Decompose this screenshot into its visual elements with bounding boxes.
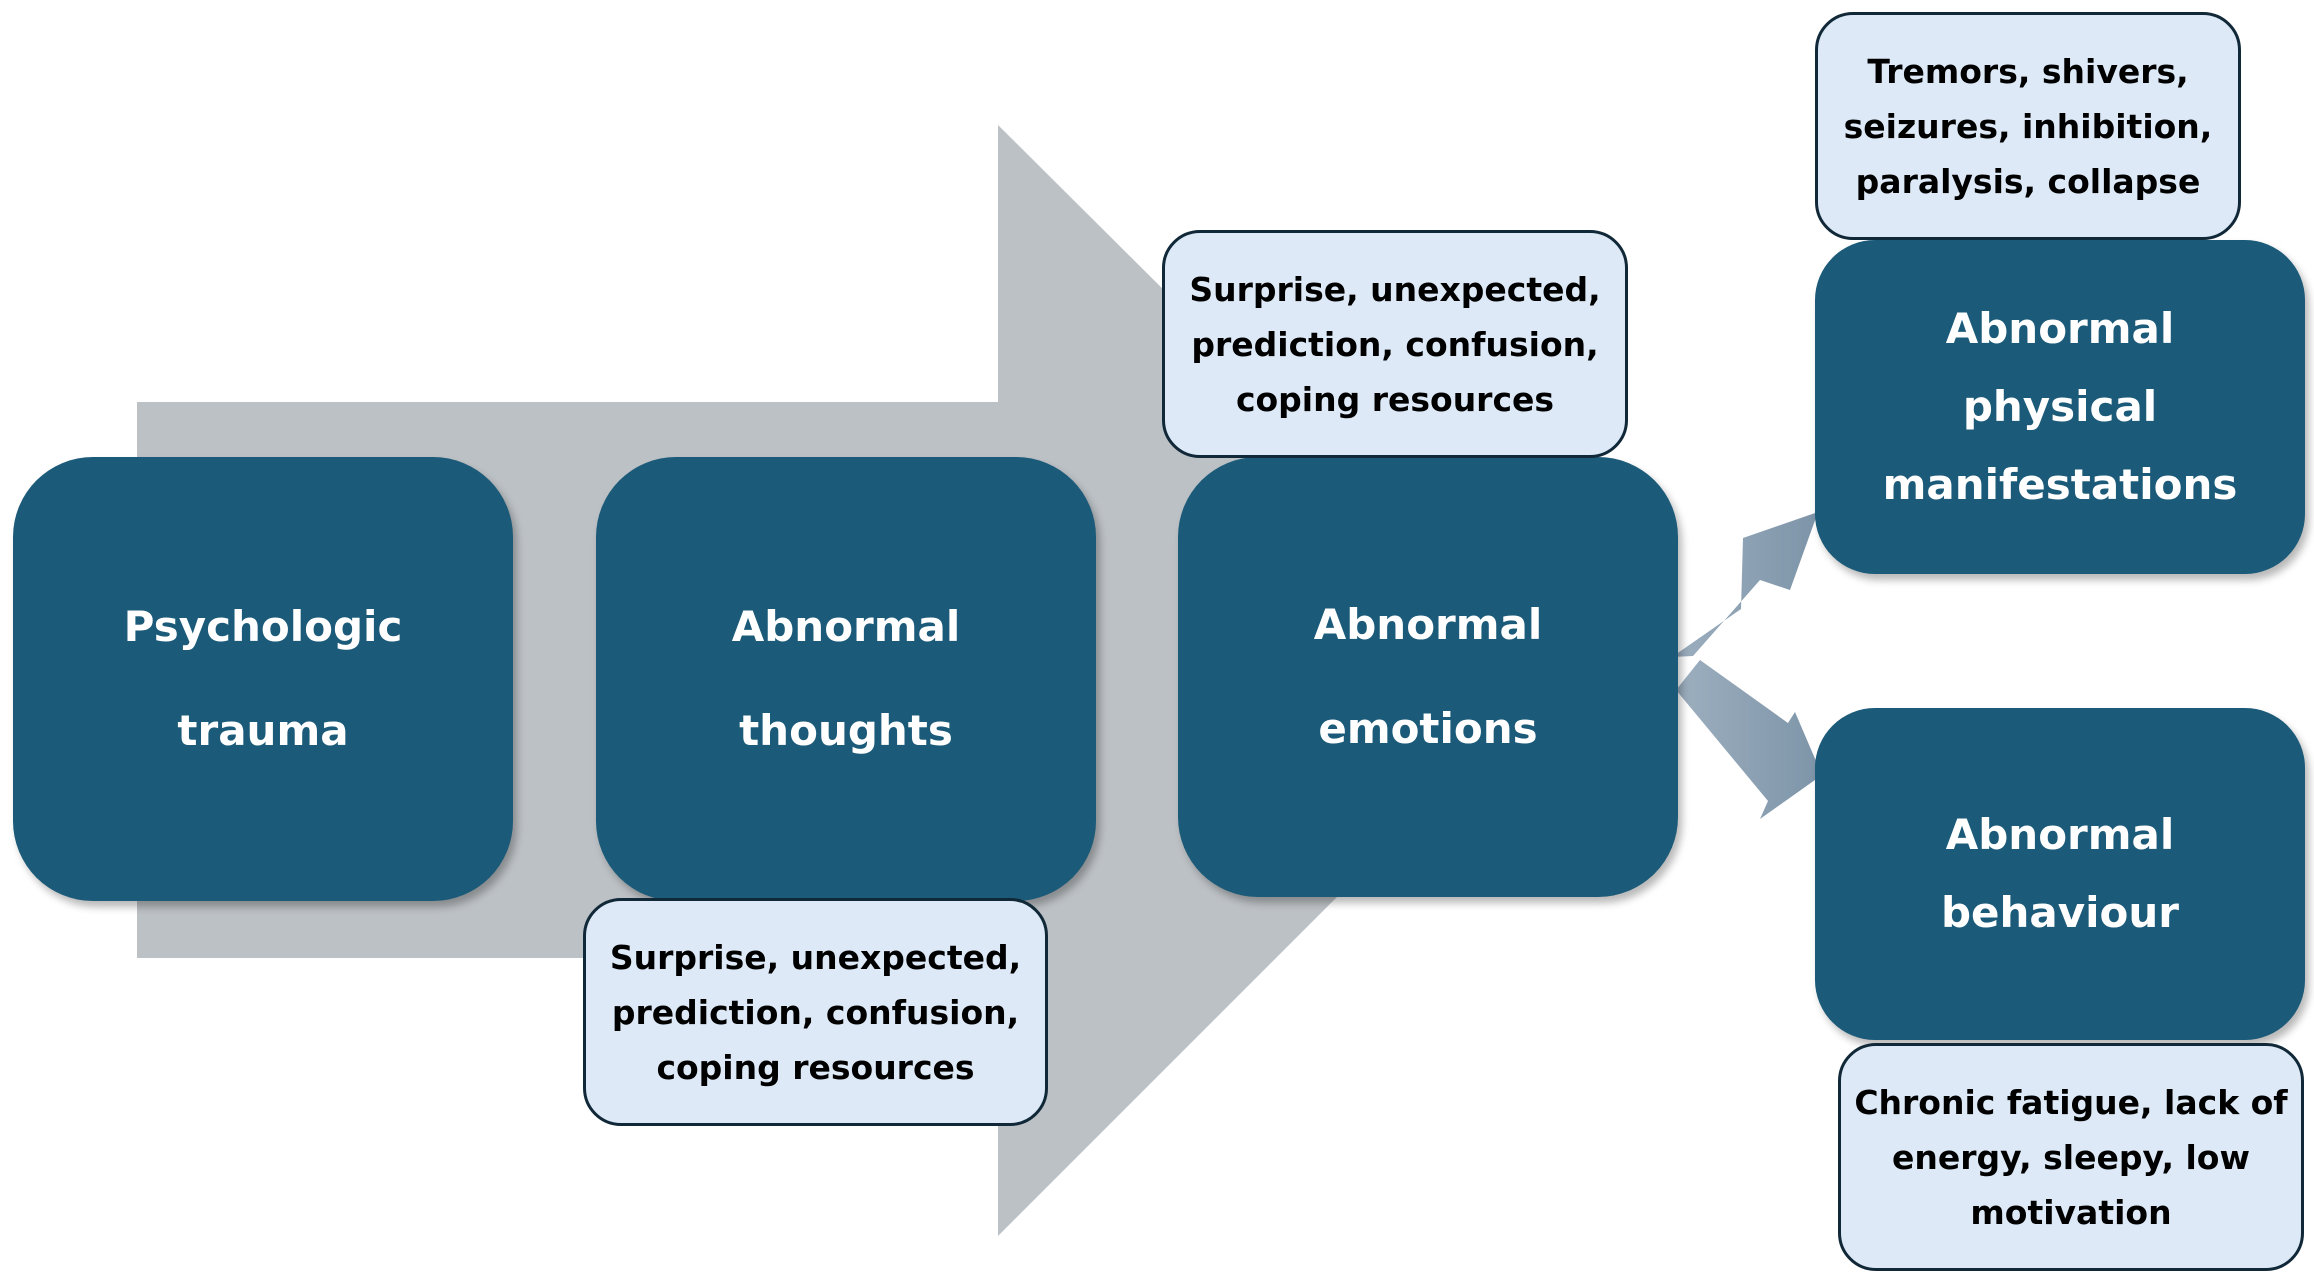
node-label-line: Abnormal (731, 602, 961, 651)
node-label-line: trauma (177, 706, 349, 755)
node-label-line: physical (1962, 382, 2158, 431)
note-text-line: coping resources (656, 1047, 975, 1087)
note-text-line: seizures, inhibition, (1843, 106, 2213, 146)
node-abnormal-emotions: Abnormal emotions (1178, 457, 1678, 897)
note-text-line: paralysis, collapse (1855, 161, 2201, 201)
note-behaviour-symptoms: Chronic fatigue, lack of energy, sleepy,… (1838, 1043, 2304, 1271)
node-label-line: Psychologic (123, 602, 403, 651)
node-label-line: thoughts (739, 706, 953, 755)
node-label-line: manifestations (1882, 460, 2238, 509)
note-text-line: Surprise, unexpected, (609, 937, 1022, 977)
node-abnormal-thoughts: Abnormal thoughts (596, 457, 1096, 901)
node-abnormal-behaviour: Abnormal behaviour (1815, 708, 2305, 1040)
arrow-to-behaviour (1676, 660, 1822, 819)
arrow-to-physical (1672, 512, 1818, 657)
node-psychologic-trauma: Psychologic trauma (13, 457, 513, 901)
note-text-line: Chronic fatigue, lack of (1854, 1082, 2288, 1122)
note-text-line: Tremors, shivers, (1867, 51, 2189, 91)
node-label-line: behaviour (1940, 888, 2180, 937)
node-abnormal-physical-manifestations: Abnormal physical manifestations (1815, 240, 2305, 574)
note-thoughts-factors: Surprise, unexpected, prediction, confus… (583, 898, 1048, 1126)
note-text-line: coping resources (1235, 379, 1555, 419)
note-text-line: prediction, confusion, (1191, 324, 1599, 364)
note-text-line: prediction, confusion, (611, 992, 1020, 1032)
node-label-line: Abnormal (1313, 600, 1543, 649)
note-emotions-factors: Surprise, unexpected, prediction, confus… (1162, 230, 1628, 458)
note-physical-symptoms: Tremors, shivers, seizures, inhibition, … (1815, 12, 2241, 240)
node-label-line: emotions (1318, 704, 1538, 753)
note-text-line: motivation (1970, 1192, 2172, 1232)
node-label-line: Abnormal (1945, 304, 2175, 353)
note-text-line: Surprise, unexpected, (1189, 269, 1601, 309)
node-label-line: Abnormal (1945, 810, 2175, 859)
note-text-line: energy, sleepy, low (1892, 1137, 2250, 1177)
